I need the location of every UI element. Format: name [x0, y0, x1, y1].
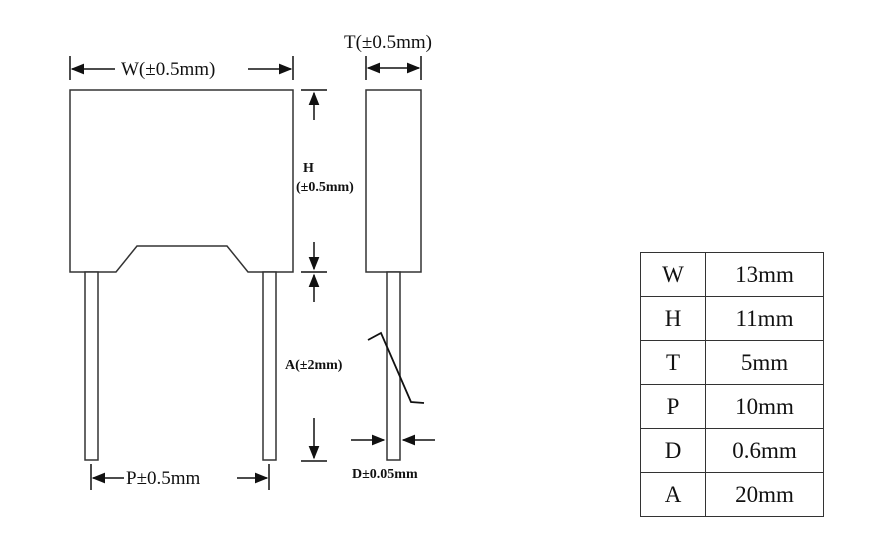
table-key-cell: W [640, 252, 706, 297]
table-key-cell: T [640, 340, 706, 385]
h-label-tolerance: (±0.5mm) [296, 180, 354, 195]
lead-break-symbol [367, 331, 425, 404]
table-value-cell: 5mm [705, 340, 824, 385]
front-lead-left [84, 271, 99, 461]
side-lead [386, 271, 401, 461]
table-value-cell: 0.6mm [705, 428, 824, 473]
table-key-cell: P [640, 384, 706, 429]
front-lead-right [262, 271, 277, 461]
t-label: T(±0.5mm) [344, 32, 432, 53]
t-dimension: T(±0.5mm) [344, 32, 432, 80]
w-label: W(±0.5mm) [121, 59, 215, 80]
table-value-cell: 11mm [705, 296, 824, 341]
capacitor-front-body [69, 89, 294, 273]
table-value-cell: 20mm [705, 472, 824, 517]
w-dimension: W(±0.5mm) [69, 56, 294, 80]
capacitor-side-body [365, 89, 422, 273]
table-value-cell: 13mm [705, 252, 824, 297]
table-value-cell: 10mm [705, 384, 824, 429]
p-label: P±0.5mm [126, 468, 201, 489]
h-label-letter: H [303, 161, 314, 176]
h-dimension: H (±0.5mm) [296, 89, 354, 273]
table-key-cell: A [640, 472, 706, 517]
a-dimension: A(±2mm) [285, 273, 343, 462]
table-key-cell: H [640, 296, 706, 341]
a-label: A(±2mm) [285, 358, 343, 373]
table-key-cell: D [640, 428, 706, 473]
p-dimension: P±0.5mm [90, 464, 270, 490]
d-label: D±0.05mm [352, 467, 418, 482]
d-dimension: D±0.05mm [351, 434, 435, 482]
